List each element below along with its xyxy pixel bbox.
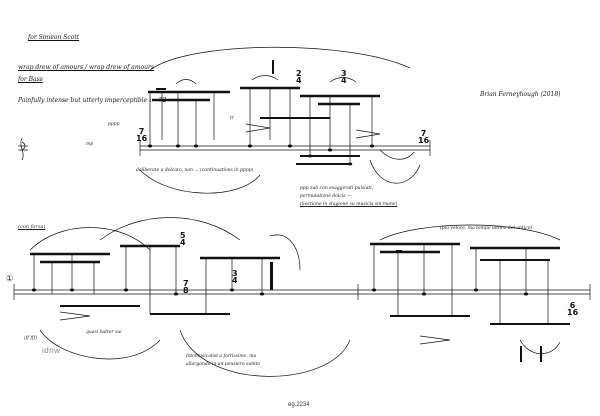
annotation-left-dyn: (ff fff) (24, 336, 37, 341)
annotation-left-small: quasi batter sui (86, 330, 122, 335)
composer-credit: Brian Ferneyhough (2018) (480, 91, 561, 98)
annotation-mid-1: fotomusicalist a fortissimo, ma (186, 354, 257, 359)
annotation-wide-note: deliberate a dolcato, non ... (continuat… (136, 168, 254, 173)
watermark-stamp: idnw (42, 346, 61, 355)
catalog-number: eg.2234 (288, 402, 310, 408)
annotation-right-top: (più veloce, ma tempo ultimo del antico) (440, 226, 533, 231)
section-label: (con forza) (18, 224, 46, 230)
trill-mark: tr (230, 116, 234, 121)
tempo-marking: Painfully intense but utterly impercepti… (18, 97, 167, 104)
piece-title: wrap drew of amours / wrap drew of amour… (18, 64, 154, 71)
annotation-mid-2: allargando in un pensiero subito (186, 362, 261, 367)
annotation-bottom-2: permutatione dolcis — (300, 194, 352, 199)
dynamic-mp: mp (86, 142, 94, 147)
instrument-label: for Bass (18, 76, 43, 83)
dedication: for Simeon Scott (28, 34, 80, 41)
dynamic-pppp: pppp (108, 122, 120, 127)
annotation-bottom-1: ppp sub con esaggerati pulsiati, (300, 186, 374, 191)
annotation-bottom-3: (Sectione in stagione su musicis sin man… (300, 202, 398, 207)
rehearsal-marker: ① (6, 274, 14, 283)
